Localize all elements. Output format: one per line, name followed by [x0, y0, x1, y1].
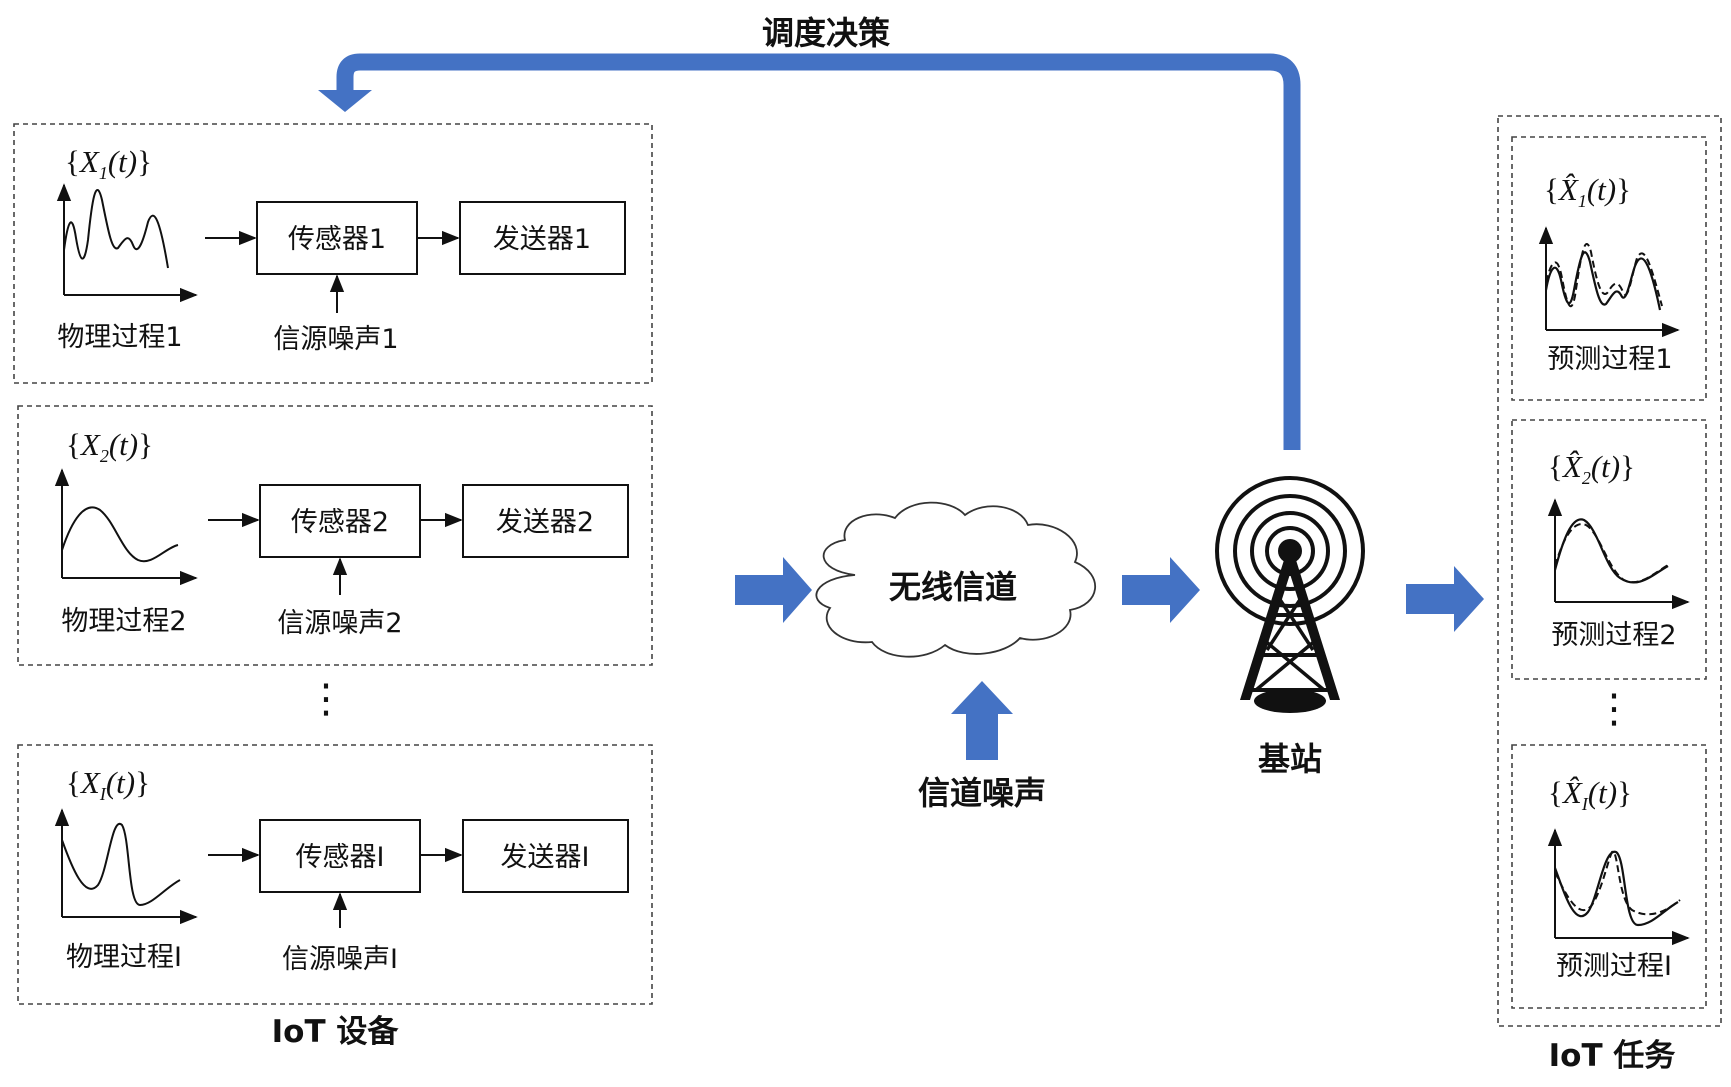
waveform-chart — [56, 183, 198, 303]
source-noise-label: 信源噪声I — [282, 944, 398, 975]
sensor-label: 传感器2 — [291, 507, 389, 538]
task-frame — [1511, 419, 1707, 680]
task-ellipsis: ⋮ — [1594, 686, 1634, 732]
transmitter-label: 发送器1 — [493, 224, 591, 255]
transmitter-box — [462, 484, 629, 558]
transmitter-box — [459, 201, 626, 275]
physical-process-label: 物理过程I — [66, 942, 182, 973]
source-noise-label: 信源噪声1 — [273, 324, 398, 355]
process-formula: {X2(t)} — [66, 427, 153, 466]
sensor-box — [259, 484, 421, 558]
prediction-label: 预测过程2 — [1551, 620, 1676, 651]
transmitter-label: 发送器2 — [496, 507, 594, 538]
waveform-chart — [54, 808, 198, 925]
cloud-icon — [815, 501, 1096, 658]
transmitter-box — [462, 819, 629, 893]
estimate-formula: {X̂1(t)} — [1544, 172, 1631, 211]
channel-noise-arrow — [951, 681, 1013, 760]
base-station-icon — [1215, 476, 1365, 713]
prediction-chart — [1547, 828, 1690, 946]
prediction-label: 预测过程1 — [1547, 344, 1672, 375]
iot-task-2: {X̂2(t)} 预测过程2 — [1511, 419, 1707, 680]
device-frame — [13, 123, 653, 384]
arrow-base-station-to-tasks — [1406, 566, 1484, 632]
task-frame — [1511, 136, 1707, 401]
prediction-chart — [1547, 498, 1690, 610]
sensor-label: 传感器I — [296, 842, 385, 873]
physical-process-label: 物理过程1 — [57, 322, 182, 353]
device-ellipsis: ⋮ — [306, 676, 346, 722]
iot-task-1: {X̂1(t)} 预测过程1 — [1511, 136, 1707, 401]
prediction-chart — [1538, 226, 1680, 338]
task-frame — [1511, 744, 1707, 1009]
device-frame — [17, 744, 653, 1005]
arrow-channel-to-base-station — [1122, 557, 1200, 623]
estimate-formula: {X̂I(t)} — [1548, 775, 1632, 814]
sensor-label: 传感器1 — [288, 224, 386, 255]
iot-task-i: {X̂I(t)} 预测过程I — [1511, 744, 1707, 1009]
iot-device-2: {X2(t)} 传感器2 发送器2 物理过程2 信源噪声2 — [17, 405, 653, 666]
base-station-label: 基站 — [1258, 740, 1322, 778]
prediction-label: 预测过程I — [1556, 951, 1672, 982]
waveform-chart — [54, 468, 198, 586]
scheduling-feedback-arrow — [318, 53, 1301, 450]
source-noise-label: 信源噪声2 — [277, 608, 402, 639]
process-formula: {XI(t)} — [66, 765, 150, 804]
iot-device-1: {X1(t)} 传感器1 发送器1 物理过程1 信源噪声1 — [13, 123, 653, 384]
arrow-into-channel — [735, 557, 812, 623]
sensor-box — [256, 201, 418, 275]
iot-tasks-caption: IoT 任务 — [1549, 1038, 1676, 1074]
scheduling-decision-label: 调度决策 — [762, 14, 890, 52]
wireless-channel-label: 无线信道 — [889, 568, 1017, 606]
tasks-outer-frame — [1497, 115, 1722, 1027]
device-frame — [17, 405, 653, 666]
channel-noise-label: 信道噪声 — [918, 774, 1046, 812]
estimate-formula: {X̂2(t)} — [1548, 449, 1635, 488]
process-formula: {X1(t)} — [65, 144, 152, 183]
transmitter-label: 发送器I — [501, 842, 590, 873]
physical-process-label: 物理过程2 — [61, 606, 186, 637]
iot-devices-caption: IoT 设备 — [272, 1014, 400, 1050]
iot-device-i: {XI(t)} 传感器I 发送器I 物理过程I 信源噪声I — [17, 744, 653, 1005]
